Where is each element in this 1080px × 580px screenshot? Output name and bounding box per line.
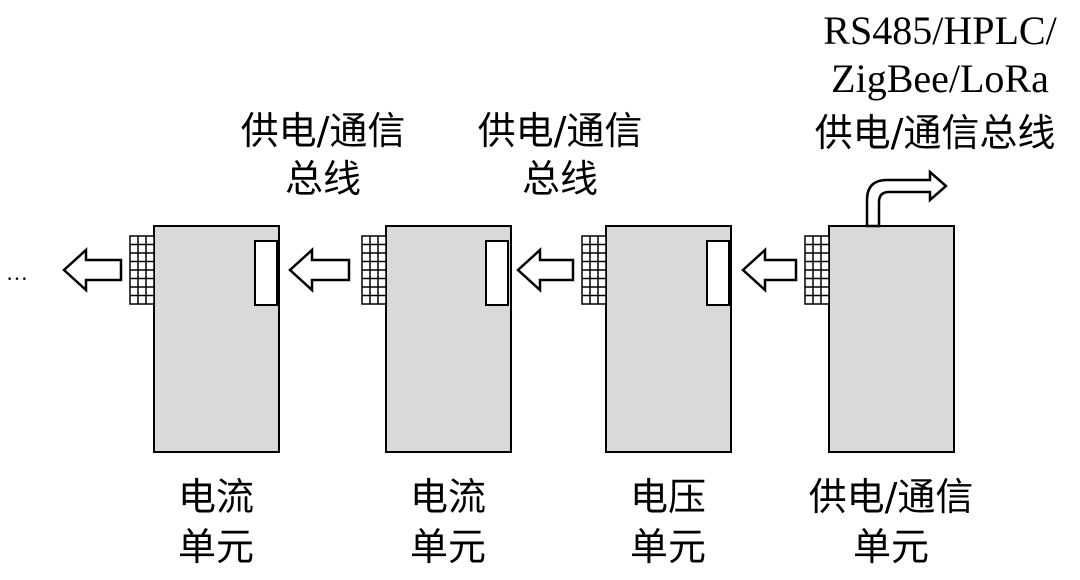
connector-grid-4 [804, 235, 830, 305]
bus-output-arrow-icon [865, 169, 948, 228]
left-arrow-icon [741, 247, 798, 293]
connector-grid-2 [361, 235, 387, 305]
left-arrow-icon [516, 247, 575, 293]
unit-4-caption-line-1: 供电/通信 [808, 475, 974, 519]
bus-protocols-line-1: RS485/HPLC/ [823, 8, 1057, 53]
connector-grid-3 [581, 235, 607, 305]
connector-grid-1 [129, 235, 155, 305]
unit-1-caption-line-1: 电流 [177, 475, 254, 519]
bus-protocols-line-3: 供电/通信总线 [814, 111, 1056, 155]
unit-socket-3 [706, 240, 730, 306]
unit-4-caption-line-2: 单元 [852, 525, 929, 569]
unit-socket-2 [485, 240, 509, 306]
bus-protocols-line-2: ZigBee/LoRa [831, 56, 1049, 101]
left-arrow-icon [62, 247, 123, 293]
unit-3-caption-line-2: 单元 [629, 525, 706, 569]
unit-1-caption-line-2: 单元 [177, 525, 254, 569]
unit-2-caption-line-2: 单元 [409, 525, 486, 569]
unit-2-caption-line-1: 电流 [409, 475, 486, 519]
continuation-ellipsis: … [6, 260, 28, 285]
left-arrow-icon [288, 247, 351, 293]
bus-label-2-line-2: 总线 [521, 157, 598, 201]
unit-3-caption-line-1: 电压 [629, 475, 706, 519]
bus-label-2-line-1: 供电/通信 [477, 109, 643, 153]
unit-body-4 [828, 225, 955, 453]
bus-label-1-line-2: 总线 [284, 157, 361, 201]
bus-label-1-line-1: 供电/通信 [240, 109, 406, 153]
unit-socket-1 [254, 240, 278, 306]
